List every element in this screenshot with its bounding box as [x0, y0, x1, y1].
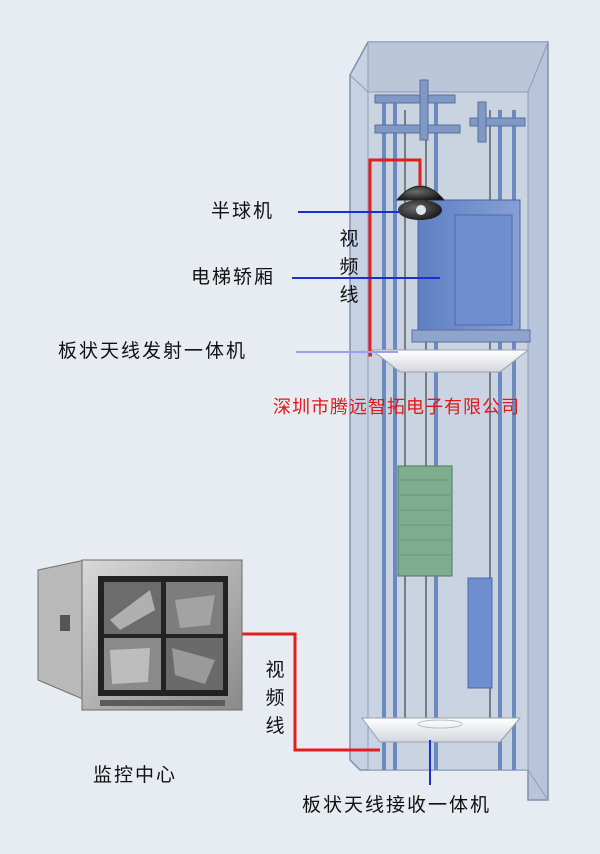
receiver-label: 板状天线接收一体机 [302, 794, 492, 816]
panel-antenna-receiver [361, 717, 522, 743]
video-cable-top [368, 158, 422, 357]
elevator-car-label: 电梯轿厢 [191, 266, 276, 288]
machine-beams [374, 79, 526, 143]
panel-antenna-transmitter [370, 349, 530, 373]
video-cable-top-label: 视频线 [339, 228, 359, 306]
counterweight [397, 465, 493, 689]
video-cable-bottom [240, 632, 380, 752]
elevator-car [411, 199, 531, 343]
pointer-lines [292, 211, 440, 785]
dome-camera-label: 半球机 [211, 200, 275, 222]
dome-camera-icon [395, 185, 446, 220]
transmitter-label: 板状天线发射一体机 [58, 340, 248, 362]
company-name: 深圳市腾远智拓电子有限公司 [273, 397, 520, 418]
video-cable-bottom-label: 视频线 [265, 659, 285, 737]
crt-monitor-icon [37, 559, 243, 711]
monitor-center-label: 监控中心 [93, 764, 178, 786]
elevator-shaft [349, 41, 549, 801]
monitor-quad-screens [104, 582, 223, 690]
